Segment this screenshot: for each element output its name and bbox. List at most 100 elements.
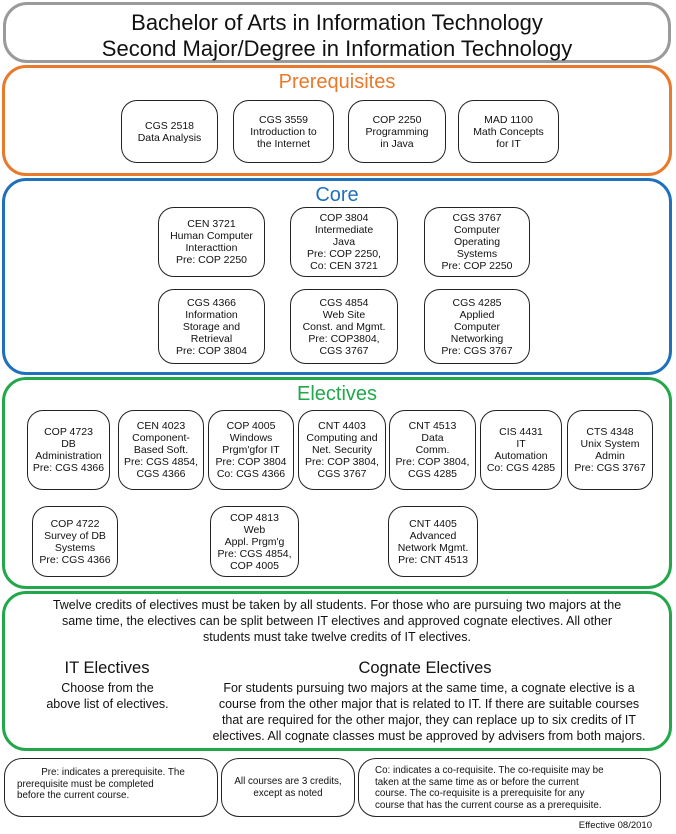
course-cen-3721: CEN 3721 Human Computer Interacttion Pre… bbox=[158, 207, 265, 277]
course-line: Storage and bbox=[182, 320, 241, 333]
course-line: Pre: CGS 3767 bbox=[574, 462, 646, 474]
electives-info-section: Twelve credits of electives must be take… bbox=[2, 591, 672, 751]
course-line: Human Computer bbox=[170, 230, 253, 242]
note-line: before the current course. bbox=[17, 790, 130, 801]
course-line: Introduction to bbox=[250, 125, 317, 138]
course-line: COP 4722 bbox=[50, 517, 100, 530]
course-line: Pre: CGS 4854, bbox=[217, 547, 292, 560]
course-cop-4005: COP 4005 Windows Prgm'gfor IT Pre: COP 3… bbox=[208, 410, 294, 490]
course-line: Windows bbox=[229, 432, 273, 444]
course-line: Operating bbox=[453, 236, 501, 248]
course-line: Web Site bbox=[322, 308, 366, 321]
course-cnt-4405: CNT 4405 Advanced Network Mgmt. Pre: CNT… bbox=[388, 506, 478, 577]
course-line: Pre: CGS 4854, bbox=[123, 456, 199, 468]
course-cop-4722: COP 4722 Survey of DB Systems Pre: CGS 4… bbox=[32, 506, 118, 577]
cognate-line: course from the other major that is rela… bbox=[218, 697, 640, 711]
course-cgs-4366: CGS 4366 Information Storage and Retriev… bbox=[158, 289, 265, 364]
course-mad-1100: MAD 1100 Math Concepts for IT bbox=[458, 100, 559, 163]
course-line: COP 4005 bbox=[230, 559, 279, 572]
course-line: CGS 4854 bbox=[319, 296, 369, 309]
course-line: Pre: CNT 4513 bbox=[398, 553, 468, 566]
course-line: Unix System bbox=[580, 438, 640, 450]
course-line: Retrieval bbox=[190, 332, 233, 345]
intro-line: students must take twelve credits of IT … bbox=[203, 630, 471, 644]
it-line: above list of electives. bbox=[46, 697, 169, 711]
course-cgs-4854: CGS 4854 Web Site Const. and Mgmt. Pre: … bbox=[290, 289, 398, 364]
course-line: Web bbox=[243, 523, 266, 536]
course-line: in Java bbox=[380, 137, 414, 150]
course-line: CNT 4513 bbox=[408, 420, 457, 432]
course-line: Survey of DB bbox=[44, 529, 106, 542]
course-line: Computer bbox=[453, 224, 501, 236]
course-line: CEN 4023 bbox=[136, 420, 186, 432]
course-line: CTS 4348 bbox=[586, 426, 634, 438]
course-cop-2250: COP 2250 Programming in Java bbox=[348, 100, 446, 163]
course-line: Pre: COP 3804 bbox=[215, 456, 287, 468]
course-line: CNT 4403 bbox=[318, 420, 366, 432]
note-line: course. The co-requisite is a prerequisi… bbox=[375, 788, 585, 799]
course-line: Co: CGS 4285 bbox=[486, 462, 556, 474]
course-line: Data Analysis bbox=[137, 131, 202, 144]
corequisite-note: Co: indicates a co-requisite. The co-req… bbox=[358, 758, 661, 817]
cognate-electives-heading: Cognate Electives bbox=[358, 659, 492, 677]
course-line: CIS 4431 bbox=[499, 426, 543, 438]
core-section: Core CEN 3721 Human Computer Interacttio… bbox=[2, 178, 672, 375]
course-line: Pre: COP 3804, bbox=[395, 456, 470, 468]
course-cnt-4403: CNT 4403 Computing and Net. Security Pre… bbox=[298, 410, 386, 490]
course-line: COP 4813 bbox=[230, 511, 279, 524]
note-line: taken at the same time as or before the … bbox=[375, 776, 579, 788]
note-line: except as noted bbox=[253, 787, 323, 799]
course-line: Co: CGS 4366 bbox=[216, 468, 286, 480]
core-heading: Core bbox=[315, 184, 359, 206]
course-line: Systems bbox=[456, 248, 498, 260]
title-line-2: Second Major/Degree in Information Techn… bbox=[101, 36, 573, 61]
course-cop-4723: COP 4723 DB Administration Pre: CGS 4366 bbox=[27, 410, 110, 490]
course-line: the Internet bbox=[256, 137, 311, 150]
course-line: CNT 4405 bbox=[409, 517, 457, 530]
course-line: Administration bbox=[35, 450, 102, 462]
course-line: Pre: COP 3804 bbox=[175, 344, 247, 357]
note-line: Pre: indicates a prerequisite. The bbox=[41, 767, 185, 778]
course-cis-4431: CIS 4431 IT Automation Co: CGS 4285 bbox=[480, 410, 562, 490]
course-line: CGS 3767 bbox=[319, 344, 369, 357]
course-line: Appl. Prgm'g bbox=[224, 535, 285, 548]
title-box: Bachelor of Arts in Information Technolo… bbox=[3, 2, 671, 63]
cognate-line: For students pursuing two majors at the … bbox=[223, 681, 635, 695]
course-line: CGS 4366 bbox=[136, 468, 186, 480]
course-line: for IT bbox=[496, 137, 521, 150]
note-line: Co: indicates a co-requisite. The co-req… bbox=[375, 765, 604, 776]
course-line: Admin bbox=[595, 450, 625, 462]
course-line: Information bbox=[185, 308, 238, 321]
prerequisites-heading: Prerequisites bbox=[278, 71, 396, 93]
course-line: Pre: COP 2250 bbox=[441, 260, 513, 272]
course-line: CGS 3559 bbox=[258, 113, 309, 126]
course-line: CGS 4366 bbox=[186, 296, 237, 309]
course-line: Interacttion bbox=[185, 242, 238, 254]
course-line: Comm. bbox=[415, 444, 450, 456]
course-cts-4348: CTS 4348 Unix System Admin Pre: CGS 3767 bbox=[567, 410, 653, 490]
course-line: Advanced bbox=[409, 529, 457, 542]
electives-section: Electives COP 4723 DB Administration Pre… bbox=[2, 377, 672, 589]
course-cop-4813: COP 4813 Web Appl. Prgm'g Pre: CGS 4854,… bbox=[210, 506, 299, 577]
it-electives-text: Choose from the above list of electives. bbox=[20, 680, 195, 712]
course-cnt-4513: CNT 4513 Data Comm. Pre: COP 3804, CGS 4… bbox=[389, 410, 476, 490]
course-cen-4023: CEN 4023 Component- Based Soft. Pre: CGS… bbox=[118, 410, 204, 490]
course-line: Pre: COP3804, bbox=[308, 332, 380, 345]
course-line: DB bbox=[61, 438, 76, 450]
course-line: CGS 2518 bbox=[144, 119, 195, 132]
note-line: All courses are 3 credits, bbox=[234, 776, 342, 787]
course-cgs-4285: CGS 4285 Applied Computer Networking Pre… bbox=[424, 289, 530, 364]
course-line: Data bbox=[421, 432, 444, 444]
it-line: Choose from the bbox=[61, 681, 154, 695]
cognate-line: electives. All cognate classes must be a… bbox=[212, 729, 646, 743]
electives-heading: Electives bbox=[296, 383, 378, 405]
course-line: Java bbox=[332, 236, 356, 248]
course-line: COP 4005 bbox=[226, 420, 276, 432]
effective-date: Effective 08/2010 bbox=[578, 820, 652, 831]
course-line: Net. Security bbox=[311, 444, 373, 456]
course-line: Pre: CGS 4366 bbox=[39, 553, 111, 566]
course-line: Math Concepts bbox=[473, 125, 544, 138]
course-cgs-3559: CGS 3559 Introduction to the Internet bbox=[233, 100, 334, 163]
course-line: Networking bbox=[450, 332, 504, 345]
course-cgs-3767: CGS 3767 Computer Operating Systems Pre:… bbox=[424, 207, 530, 277]
